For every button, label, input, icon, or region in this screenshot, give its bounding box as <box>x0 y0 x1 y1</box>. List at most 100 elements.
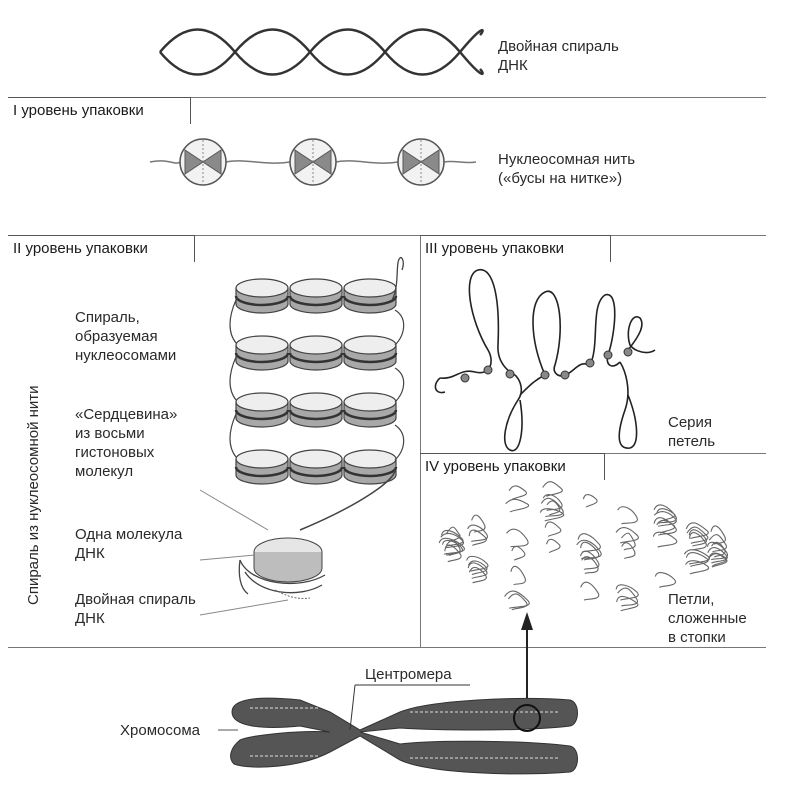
loop-squiggle <box>617 506 638 525</box>
solenoid-nucleosome-disc <box>288 392 344 428</box>
solenoid-nucleosome-disc <box>234 335 290 371</box>
loop-squiggle <box>508 485 528 500</box>
core-label-line3: гистоновых <box>75 444 155 461</box>
spiral-label-line1: Спираль, <box>75 309 140 326</box>
nucleosome-label-line2: («бусы на нитке») <box>498 170 623 187</box>
loop-squiggle <box>708 534 728 553</box>
loop-squiggle <box>506 528 529 548</box>
nucleosome-bead-2 <box>289 138 337 186</box>
loop-squiggle <box>507 593 528 611</box>
loop-squiggle <box>706 541 729 561</box>
molecule-label-line2: ДНК <box>75 545 105 562</box>
core-label-line4: молекул <box>75 463 134 480</box>
loop-squiggle <box>576 539 602 560</box>
level4-header-box <box>420 453 605 480</box>
level3-header: III уровень упаковки <box>425 240 565 257</box>
loop-squiggle <box>683 549 710 565</box>
dna-helix-label-2: Двойная спираль ДНК <box>75 590 196 628</box>
stacked-label-line1: Петли, <box>668 591 715 608</box>
loop-squiggle <box>656 508 676 523</box>
solenoid-nucleosome-disc <box>234 392 290 428</box>
chromosome-label: Хромосома <box>120 722 201 739</box>
loop-squiggle <box>707 553 728 568</box>
loop-squiggle <box>688 532 707 551</box>
nucleosome-string-label: Нуклеосомная нить («бусы на нитке») <box>498 150 635 188</box>
loop-squiggle <box>653 511 677 527</box>
dna2-label-line1: Двойная спираль <box>75 591 196 608</box>
loop-squiggle <box>467 560 488 576</box>
divider-vertical <box>420 235 421 647</box>
level2-side-label: Спираль из нуклеосомной нити <box>25 385 42 605</box>
level1-header-box <box>8 97 191 124</box>
nucleosome-string <box>149 138 477 186</box>
loops-label-line2: петель <box>668 433 716 450</box>
divider-middle <box>8 235 766 236</box>
solenoid-connectors <box>394 309 405 461</box>
loop-squiggle <box>440 532 465 549</box>
stacked-loops <box>438 481 729 612</box>
divider-bottom <box>8 647 766 648</box>
single-nucleosome <box>238 537 326 595</box>
spiral-label-line2: образуемая <box>75 328 158 345</box>
loop-squiggle <box>686 526 709 544</box>
loop-squiggle <box>654 572 677 588</box>
loop-squiggle <box>707 547 728 564</box>
loop-squiggle <box>546 500 561 516</box>
loop-squiggle <box>711 541 726 558</box>
loop-squiggle <box>580 541 600 561</box>
loop-squiggle <box>504 590 530 609</box>
loop-squiggle <box>577 533 601 553</box>
dna-end-beads <box>274 589 311 599</box>
loop-squiggle <box>540 497 564 518</box>
stacked-label-line2: сложенные <box>668 610 747 627</box>
loop-squiggle <box>685 552 709 568</box>
solenoid-nucleosome-disc <box>342 335 398 371</box>
loop-squiggle <box>617 587 638 607</box>
loop-squiggle <box>582 494 598 508</box>
loop-squiggle <box>688 529 708 547</box>
core-label-line2: из восьми <box>75 425 145 442</box>
loop-squiggle <box>546 538 561 554</box>
solenoid-nucleosome-disc <box>342 278 398 314</box>
arrow-up <box>521 612 533 700</box>
solenoid-left-connector <box>229 413 237 458</box>
loop-squiggle <box>616 595 639 612</box>
stacked-loops-label: Петли, сложенные в стопки <box>668 590 747 647</box>
nucleosome-bead-1 <box>179 138 227 186</box>
loop-squiggle <box>708 552 728 567</box>
dna-double-helix <box>159 28 484 76</box>
loop-squiggle <box>581 556 599 575</box>
loop-squiggle <box>580 581 600 601</box>
loop-squiggle <box>615 526 639 544</box>
solenoid-nucleosome-disc <box>288 278 344 314</box>
dna-label-line2: ДНК <box>498 57 528 74</box>
solenoid-nucleosome-disc <box>342 449 398 485</box>
core-label-line1: «Сердцевина» <box>75 406 178 423</box>
label-pointers <box>199 489 289 616</box>
loop-squiggle <box>544 521 562 537</box>
level1-header: I уровень упаковки <box>13 102 144 119</box>
solenoid-left-connector <box>229 299 237 344</box>
level2-header-box <box>8 235 195 262</box>
centromere-pointer <box>349 684 470 731</box>
nucleosome-label-line1: Нуклеосомная нить <box>498 151 636 168</box>
loop-squiggle <box>621 542 636 560</box>
chromosome-shape <box>230 697 578 775</box>
loop-squiggle <box>441 539 464 556</box>
solenoid-fiber-top <box>391 256 404 301</box>
level3-header-box <box>420 235 611 262</box>
loop-squiggle <box>468 529 488 547</box>
nucleosome-bead-3 <box>397 138 445 186</box>
loop-squiggle <box>510 565 526 586</box>
loop-squiggle <box>710 525 727 545</box>
loop-squiggle <box>685 560 710 575</box>
dna2-label-line2: ДНК <box>75 610 105 627</box>
loop-squiggle <box>466 555 489 572</box>
solenoid-nucleosome-disc <box>234 449 290 485</box>
chromatin-loops <box>434 269 656 452</box>
loop-squiggle <box>652 531 678 548</box>
single-molecule-fiber <box>299 469 396 531</box>
solenoid-nucleosome-disc <box>234 278 290 314</box>
level2-header: II уровень упаковки <box>13 240 148 257</box>
